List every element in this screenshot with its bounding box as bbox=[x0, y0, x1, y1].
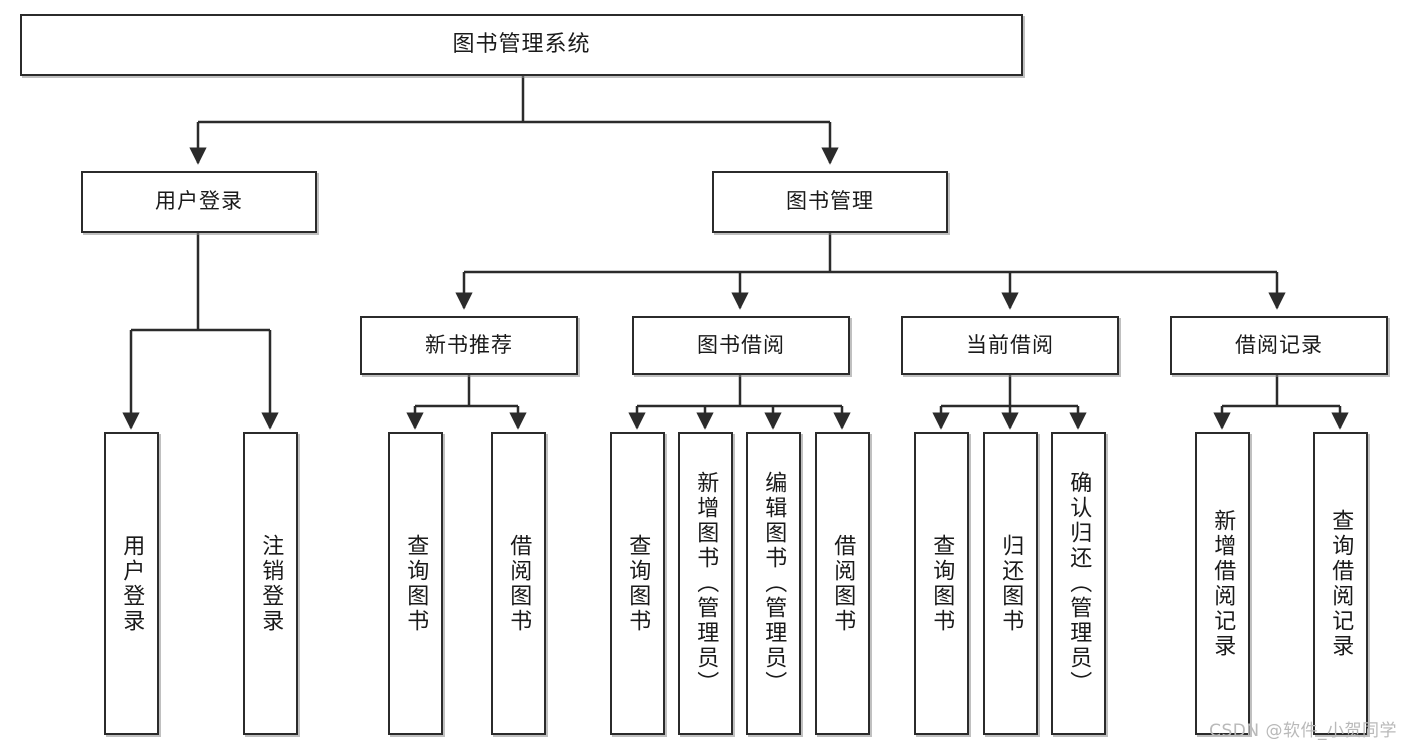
leaf-query-book-3[interactable]: 查询图书 bbox=[914, 432, 969, 735]
leaf-logout-login[interactable]: 注销登录 bbox=[243, 432, 298, 735]
leaf-add-record-label: 新增借阅记录 bbox=[1210, 508, 1236, 659]
leaf-edit-book-label: 编辑图书（管理员） bbox=[761, 471, 787, 696]
leaf-borrow-book-2-label: 借阅图书 bbox=[830, 533, 856, 634]
node-book-manage[interactable]: 图书管理 bbox=[712, 171, 948, 233]
node-borrow-record[interactable]: 借阅记录 bbox=[1170, 316, 1388, 375]
leaf-query-book-1-label: 查询图书 bbox=[403, 533, 429, 634]
leaf-query-book-1[interactable]: 查询图书 bbox=[388, 432, 443, 735]
leaf-confirm-return-label: 确认归还（管理员） bbox=[1066, 471, 1092, 696]
leaf-return-book-label: 归还图书 bbox=[998, 533, 1024, 634]
leaf-borrow-book-1-label: 借阅图书 bbox=[506, 533, 532, 634]
node-book-manage-label: 图书管理 bbox=[786, 189, 874, 214]
node-user-login-label: 用户登录 bbox=[155, 189, 243, 214]
leaf-add-record[interactable]: 新增借阅记录 bbox=[1195, 432, 1250, 735]
leaf-confirm-return[interactable]: 确认归还（管理员） bbox=[1051, 432, 1106, 735]
leaf-add-book-label: 新增图书（管理员） bbox=[693, 471, 719, 696]
leaf-query-book-3-label: 查询图书 bbox=[929, 533, 955, 634]
node-new-book-recommend[interactable]: 新书推荐 bbox=[360, 316, 578, 375]
leaf-user-login-label: 用户登录 bbox=[119, 533, 145, 634]
node-root[interactable]: 图书管理系统 bbox=[20, 14, 1023, 76]
leaf-add-book[interactable]: 新增图书（管理员） bbox=[678, 432, 733, 735]
node-current-borrow-label: 当前借阅 bbox=[966, 332, 1054, 357]
leaf-query-record-label: 查询借阅记录 bbox=[1328, 508, 1354, 659]
node-book-borrow[interactable]: 图书借阅 bbox=[632, 316, 850, 375]
leaf-query-book-2-label: 查询图书 bbox=[625, 533, 651, 634]
node-user-login[interactable]: 用户登录 bbox=[81, 171, 317, 233]
node-new-book-recommend-label: 新书推荐 bbox=[425, 332, 513, 357]
node-current-borrow[interactable]: 当前借阅 bbox=[901, 316, 1119, 375]
leaf-edit-book[interactable]: 编辑图书（管理员） bbox=[746, 432, 801, 735]
leaf-query-record[interactable]: 查询借阅记录 bbox=[1313, 432, 1368, 735]
leaf-borrow-book-2[interactable]: 借阅图书 bbox=[815, 432, 870, 735]
leaf-user-login[interactable]: 用户登录 bbox=[104, 432, 159, 735]
leaf-query-book-2[interactable]: 查询图书 bbox=[610, 432, 665, 735]
node-root-label: 图书管理系统 bbox=[452, 31, 591, 57]
leaf-borrow-book-1[interactable]: 借阅图书 bbox=[491, 432, 546, 735]
node-book-borrow-label: 图书借阅 bbox=[697, 332, 785, 357]
leaf-logout-login-label: 注销登录 bbox=[258, 533, 284, 634]
leaf-return-book[interactable]: 归还图书 bbox=[983, 432, 1038, 735]
watermark: CSDN @软件_小贺同学 bbox=[1209, 721, 1397, 741]
node-borrow-record-label: 借阅记录 bbox=[1235, 332, 1323, 357]
